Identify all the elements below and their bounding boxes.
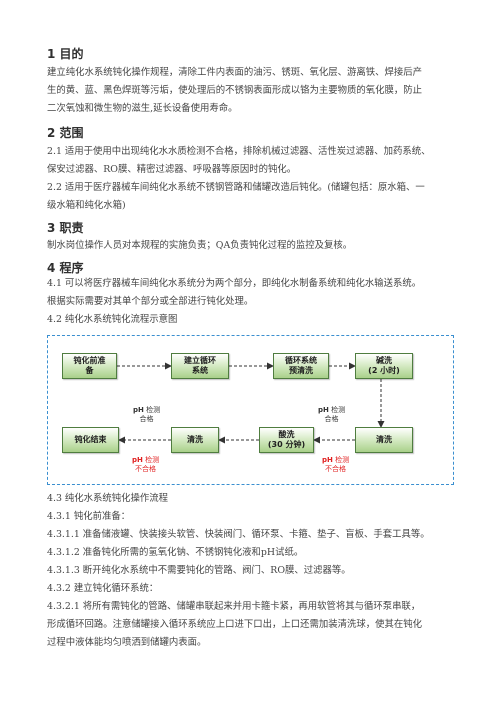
procedure-text: 4.1 可以将医疗器械车间纯化水系统分为两个部分，即纯化水制备系统和纯化水输送系… bbox=[47, 275, 449, 329]
node-build: 建立循环 系统 bbox=[171, 353, 229, 379]
node-label: 系统 bbox=[192, 366, 208, 375]
flow-arrows bbox=[117, 362, 385, 444]
note-text: 检测 bbox=[331, 406, 346, 414]
text-line: 制水岗位操作人员对本规程的实施负责；QA负责钝化过程的监控及复核。 bbox=[47, 240, 353, 251]
text-line: 过程中液体能均匀喷洒到储罐内表面。 bbox=[47, 637, 207, 648]
text-line: 4.3.2.1 将所有需钝化的管路、储罐串联起来并用卡箍卡紧，再用软管将其与循环… bbox=[47, 601, 421, 612]
node-end: 钝化结束 bbox=[62, 427, 119, 453]
text-line: 4.3 纯化水系统钝化操作流程 bbox=[47, 493, 169, 504]
responsibility-text: 制水岗位操作人员对本规程的实施负责；QA负责钝化过程的监控及复核。 bbox=[47, 237, 449, 255]
node-label: (2 小时) bbox=[368, 366, 400, 375]
note-text: 检测 bbox=[335, 456, 350, 464]
text-line: 4.3.1.3 断开纯化水系统中不需要钝化的管路、阀门、RO膜、过滤器等。 bbox=[47, 565, 351, 576]
ph-label: pH bbox=[132, 456, 143, 464]
node-label: 循环系统 bbox=[285, 356, 317, 365]
text-line: 4.2 纯化水系统钝化流程示意图 bbox=[47, 314, 178, 325]
text-line: 4.3.1.1 准备储液罐、快装接头软管、快装阀门、循环泵、卡箍、垫子、盲板、手… bbox=[47, 529, 430, 540]
note-result: 不合格 bbox=[135, 465, 157, 473]
ph-pass-note-right: pH 检测 合格 bbox=[318, 406, 345, 424]
note-text: 检测 bbox=[145, 456, 160, 464]
note-text: 检测 bbox=[146, 406, 161, 414]
text-line: 保安过滤器、RO膜、精密过滤器、呼吸器等原因时的钝化。 bbox=[47, 164, 297, 175]
node-label: 钝化结束 bbox=[74, 435, 107, 444]
text-line: 4.3.2 建立钝化循环系统： bbox=[47, 583, 159, 594]
node-label: 清洗 bbox=[376, 435, 392, 444]
ph-label: pH bbox=[318, 406, 329, 414]
node-label: (30 分钟) bbox=[267, 440, 306, 449]
ph-fail-note-left: pH 检测 不合格 bbox=[132, 456, 159, 474]
node-label: 酸洗 bbox=[278, 430, 295, 439]
node-rinse-2: 清洗 bbox=[355, 427, 413, 453]
node-label: 备 bbox=[85, 366, 94, 375]
text-line: 生的黄、蓝、黑色焊斑等污垢，使处理后的不锈钢表面形成以铬为主要物质的氧化膜，防止 bbox=[47, 85, 423, 96]
operation-procedure-text: 4.3 纯化水系统钝化操作流程 4.3.1 钝化前准备： 4.3.1.1 准备储… bbox=[47, 490, 449, 652]
text-line: 4.3.1 钝化前准备： bbox=[47, 511, 131, 522]
scope-text: 2.1 适用于使用中出现纯化水水质检测不合格，排除机械过滤器、活性炭过滤器、加药… bbox=[47, 143, 449, 215]
passivation-flowchart: 钝化前准 备 建立循环 系统 循环系统 预清洗 碱洗 (2 小时) 钝化结束 清… bbox=[47, 335, 454, 485]
note-result: 合格 bbox=[324, 415, 339, 423]
text-line: 2.1 适用于使用中出现纯化水水质检测不合格，排除机械过滤器、活性炭过滤器、加药… bbox=[47, 146, 431, 157]
section-heading-scope: 2 范围 bbox=[47, 126, 84, 140]
purpose-text: 建立纯化水系统钝化操作规程，清除工件内表面的油污、锈斑、氧化层、游离铁、焊接后产… bbox=[47, 64, 449, 118]
section-heading-responsibility: 3 职责 bbox=[47, 221, 84, 235]
ph-fail-note-right: pH 检测 不合格 bbox=[322, 456, 349, 474]
node-label: 钝化前准 bbox=[73, 356, 106, 365]
text-line: 级水箱和纯化水箱) bbox=[47, 200, 126, 211]
node-label: 清洗 bbox=[187, 435, 203, 444]
section-heading-purpose: 1 目的 bbox=[47, 47, 84, 61]
text-line: 4.3.1.2 准备钝化所需的氢氧化钠、不锈钢钝化液和pH试纸。 bbox=[47, 547, 304, 558]
text-line: 4.1 可以将医疗器械车间纯化水系统分为两个部分，即纯化水制备系统和纯化水输送系… bbox=[47, 278, 422, 289]
ph-label: pH bbox=[133, 406, 144, 414]
node-label: 预清洗 bbox=[289, 366, 313, 375]
node-label: 建立循环 bbox=[184, 356, 216, 365]
text-line: 二次氧蚀和微生物的滋生,延长设备使用寿命。 bbox=[47, 103, 238, 114]
text-line: 形成循环回路。注意储罐接入循环系统应上口进下口出，上口还需加装清洗球，使其在钝化 bbox=[47, 619, 423, 630]
text-line: 根据实际需要对其单个部分或全部进行钝化处理。 bbox=[47, 296, 254, 307]
node-label: 碱洗 bbox=[376, 356, 392, 365]
ph-pass-note-left: pH 检测 合格 bbox=[133, 406, 160, 424]
node-prep: 钝化前准 备 bbox=[62, 353, 117, 379]
node-precirc: 循环系统 预清洗 bbox=[273, 353, 329, 379]
node-acid: 酸洗 (30 分钟) bbox=[259, 427, 314, 453]
section-heading-procedure: 4 程序 bbox=[47, 261, 84, 275]
text-line: 建立纯化水系统钝化操作规程，清除工件内表面的油污、锈斑、氧化层、游离铁、焊接后产 bbox=[47, 67, 423, 78]
text-line: 2.2 适用于医疗器械车间纯化水系统不锈钢管路和储罐改造后钝化。(储罐包括：原水… bbox=[47, 182, 425, 193]
node-alkali: 碱洗 (2 小时) bbox=[355, 353, 413, 379]
note-result: 合格 bbox=[139, 415, 154, 423]
ph-label: pH bbox=[322, 456, 333, 464]
node-rinse-1: 清洗 bbox=[171, 427, 219, 453]
note-result: 不合格 bbox=[325, 465, 347, 473]
